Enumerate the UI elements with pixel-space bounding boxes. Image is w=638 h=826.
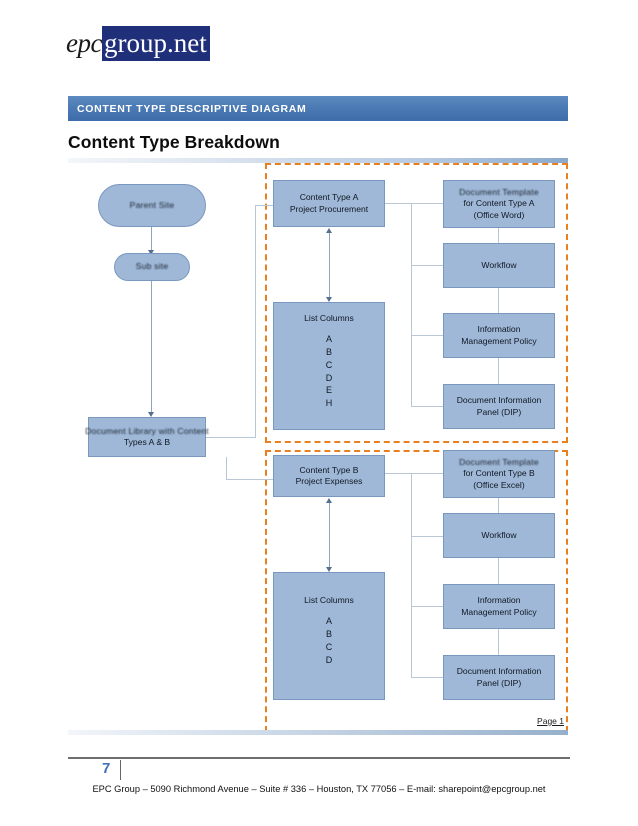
node-info-policy-b-line1: Information	[477, 595, 521, 606]
section-header-label: CONTENT TYPE DESCRIPTIVE DIAGRAM	[77, 102, 307, 115]
node-dip-b-line1: Document Information	[456, 666, 542, 677]
footer-rule	[68, 757, 570, 759]
connector-ct-b-listcolumns	[329, 501, 330, 570]
list-column-item: A	[325, 616, 332, 627]
connector-ct-b-feature-3	[411, 606, 443, 607]
logo-text-epc: epc	[66, 28, 102, 58]
node-content-type-b-line2: Project Expenses	[295, 476, 363, 486]
node-content-type-b-line1: Content Type B	[299, 464, 359, 475]
title-gradient-rule	[68, 158, 568, 163]
connector-ct-b-feature-1	[411, 473, 443, 474]
node-content-type-b[interactable]: Content Type B Project Expenses	[273, 455, 385, 497]
node-info-policy-b[interactable]: Information Management Policy	[443, 584, 555, 629]
connector-ct-a-listcolumns	[329, 231, 330, 300]
node-info-policy-a[interactable]: Information Management Policy	[443, 313, 555, 358]
node-content-type-a[interactable]: Content Type A Project Procurement	[273, 180, 385, 227]
connector-library-to-ct-a-h2	[255, 205, 273, 206]
node-list-columns-a[interactable]: List Columns A B C D E H	[273, 302, 385, 430]
connector-library-to-ct-b-h	[226, 479, 273, 480]
node-document-template-a[interactable]: Document Template for Content Type A (Of…	[443, 180, 555, 228]
node-document-template-a-line1: Document Template	[459, 186, 539, 197]
bottom-gradient-rule	[68, 730, 568, 735]
footer-page-number-divider	[120, 760, 121, 780]
connector-parent-to-sub	[151, 227, 152, 253]
footer-contact-text: EPC Group – 5090 Richmond Avenue – Suite…	[92, 784, 546, 794]
list-column-item: C	[325, 359, 333, 370]
node-workflow-b-label: Workflow	[481, 529, 517, 540]
node-dip-a-line1: Document Information	[456, 395, 542, 406]
connector-library-to-ct-a-v	[255, 205, 256, 438]
node-list-columns-a-title: List Columns	[304, 313, 354, 323]
node-document-template-a-line2: for Content Type A	[463, 198, 535, 209]
arrowhead-ct-b-up	[326, 498, 332, 503]
connector-ct-a-feature-2	[411, 265, 443, 266]
connector-ct-a-feature-spine	[498, 203, 499, 407]
connector-ct-a-feature-4	[411, 406, 443, 407]
node-info-policy-b-line2: Management Policy	[461, 606, 537, 617]
node-workflow-a-label: Workflow	[481, 259, 517, 270]
connector-library-to-ct-a-h1	[206, 437, 255, 438]
node-dip-a-line2: Panel (DIP)	[476, 406, 522, 417]
connector-ct-b-feature-4	[411, 677, 443, 678]
list-column-item: E	[325, 385, 332, 396]
node-document-template-b-line2: for Content Type B	[463, 468, 535, 479]
arrowhead-ct-a-down	[326, 297, 332, 302]
connector-ct-a-feature-3	[411, 335, 443, 336]
list-column-item: A	[325, 334, 332, 345]
node-content-type-a-line1: Content Type A	[299, 192, 359, 203]
node-document-library-line1: Document Library with Content	[85, 425, 209, 436]
node-sub-site[interactable]: Sub site	[114, 253, 190, 281]
node-list-columns-a-items: A B C D E H	[326, 333, 333, 410]
node-info-policy-a-line2: Management Policy	[461, 335, 537, 346]
logo-text-groupnet: group.net	[101, 26, 210, 61]
node-document-template-b-line3: (Office Excel)	[473, 479, 525, 490]
node-sub-site-label: Sub site	[135, 261, 169, 272]
node-content-type-a-line2: Project Procurement	[289, 203, 369, 214]
node-document-template-a-line3: (Office Word)	[473, 209, 525, 220]
list-column-item: C	[325, 641, 333, 652]
connector-library-to-ct-b-v	[226, 457, 227, 480]
page-title: Content Type Breakdown	[68, 132, 280, 152]
connector-sub-to-library	[151, 281, 152, 414]
node-document-library[interactable]: Document Library with Content Types A & …	[85, 417, 209, 457]
section-header-bar: CONTENT TYPE DESCRIPTIVE DIAGRAM	[68, 96, 568, 121]
list-column-item: B	[325, 347, 332, 358]
diagram-page-label: Page 1	[537, 716, 564, 726]
epcgroup-logo: epcgroup.net	[66, 26, 210, 61]
connector-ct-a-bus-v	[411, 203, 412, 407]
arrowhead-ct-b-down	[326, 567, 332, 572]
node-workflow-a[interactable]: Workflow	[443, 243, 555, 288]
node-list-columns-b-title: List Columns	[304, 595, 354, 605]
group-a-dashed-border	[265, 163, 568, 443]
arrowhead-parent-to-sub	[148, 250, 154, 255]
node-list-columns-b-items: A B C D	[326, 615, 333, 666]
node-parent-site[interactable]: Parent Site	[98, 184, 206, 227]
node-list-columns-b[interactable]: List Columns A B C D	[273, 572, 385, 700]
connector-ct-b-feature-spine	[498, 473, 499, 678]
node-document-template-b[interactable]: Document Template for Content Type B (Of…	[443, 450, 555, 498]
node-workflow-b[interactable]: Workflow	[443, 513, 555, 558]
node-dip-a[interactable]: Document Information Panel (DIP)	[443, 384, 555, 429]
connector-ct-a-feature-1	[411, 203, 443, 204]
node-parent-site-label: Parent Site	[129, 199, 175, 210]
list-column-item: B	[325, 629, 332, 640]
arrowhead-ct-a-up	[326, 228, 332, 233]
list-column-item: D	[325, 372, 333, 383]
node-dip-b[interactable]: Document Information Panel (DIP)	[443, 655, 555, 700]
node-dip-b-line2: Panel (DIP)	[476, 677, 522, 688]
node-document-template-b-line1: Document Template	[459, 456, 539, 467]
connector-ct-b-bus-v	[411, 473, 412, 678]
list-column-item: H	[325, 398, 333, 409]
list-column-item: D	[325, 654, 333, 665]
arrowhead-sub-to-library	[148, 412, 154, 417]
footer-page-number: 7	[102, 760, 111, 777]
node-info-policy-a-line1: Information	[477, 324, 521, 335]
connector-ct-b-feature-2	[411, 536, 443, 537]
node-document-library-line2: Types A & B	[123, 437, 171, 447]
